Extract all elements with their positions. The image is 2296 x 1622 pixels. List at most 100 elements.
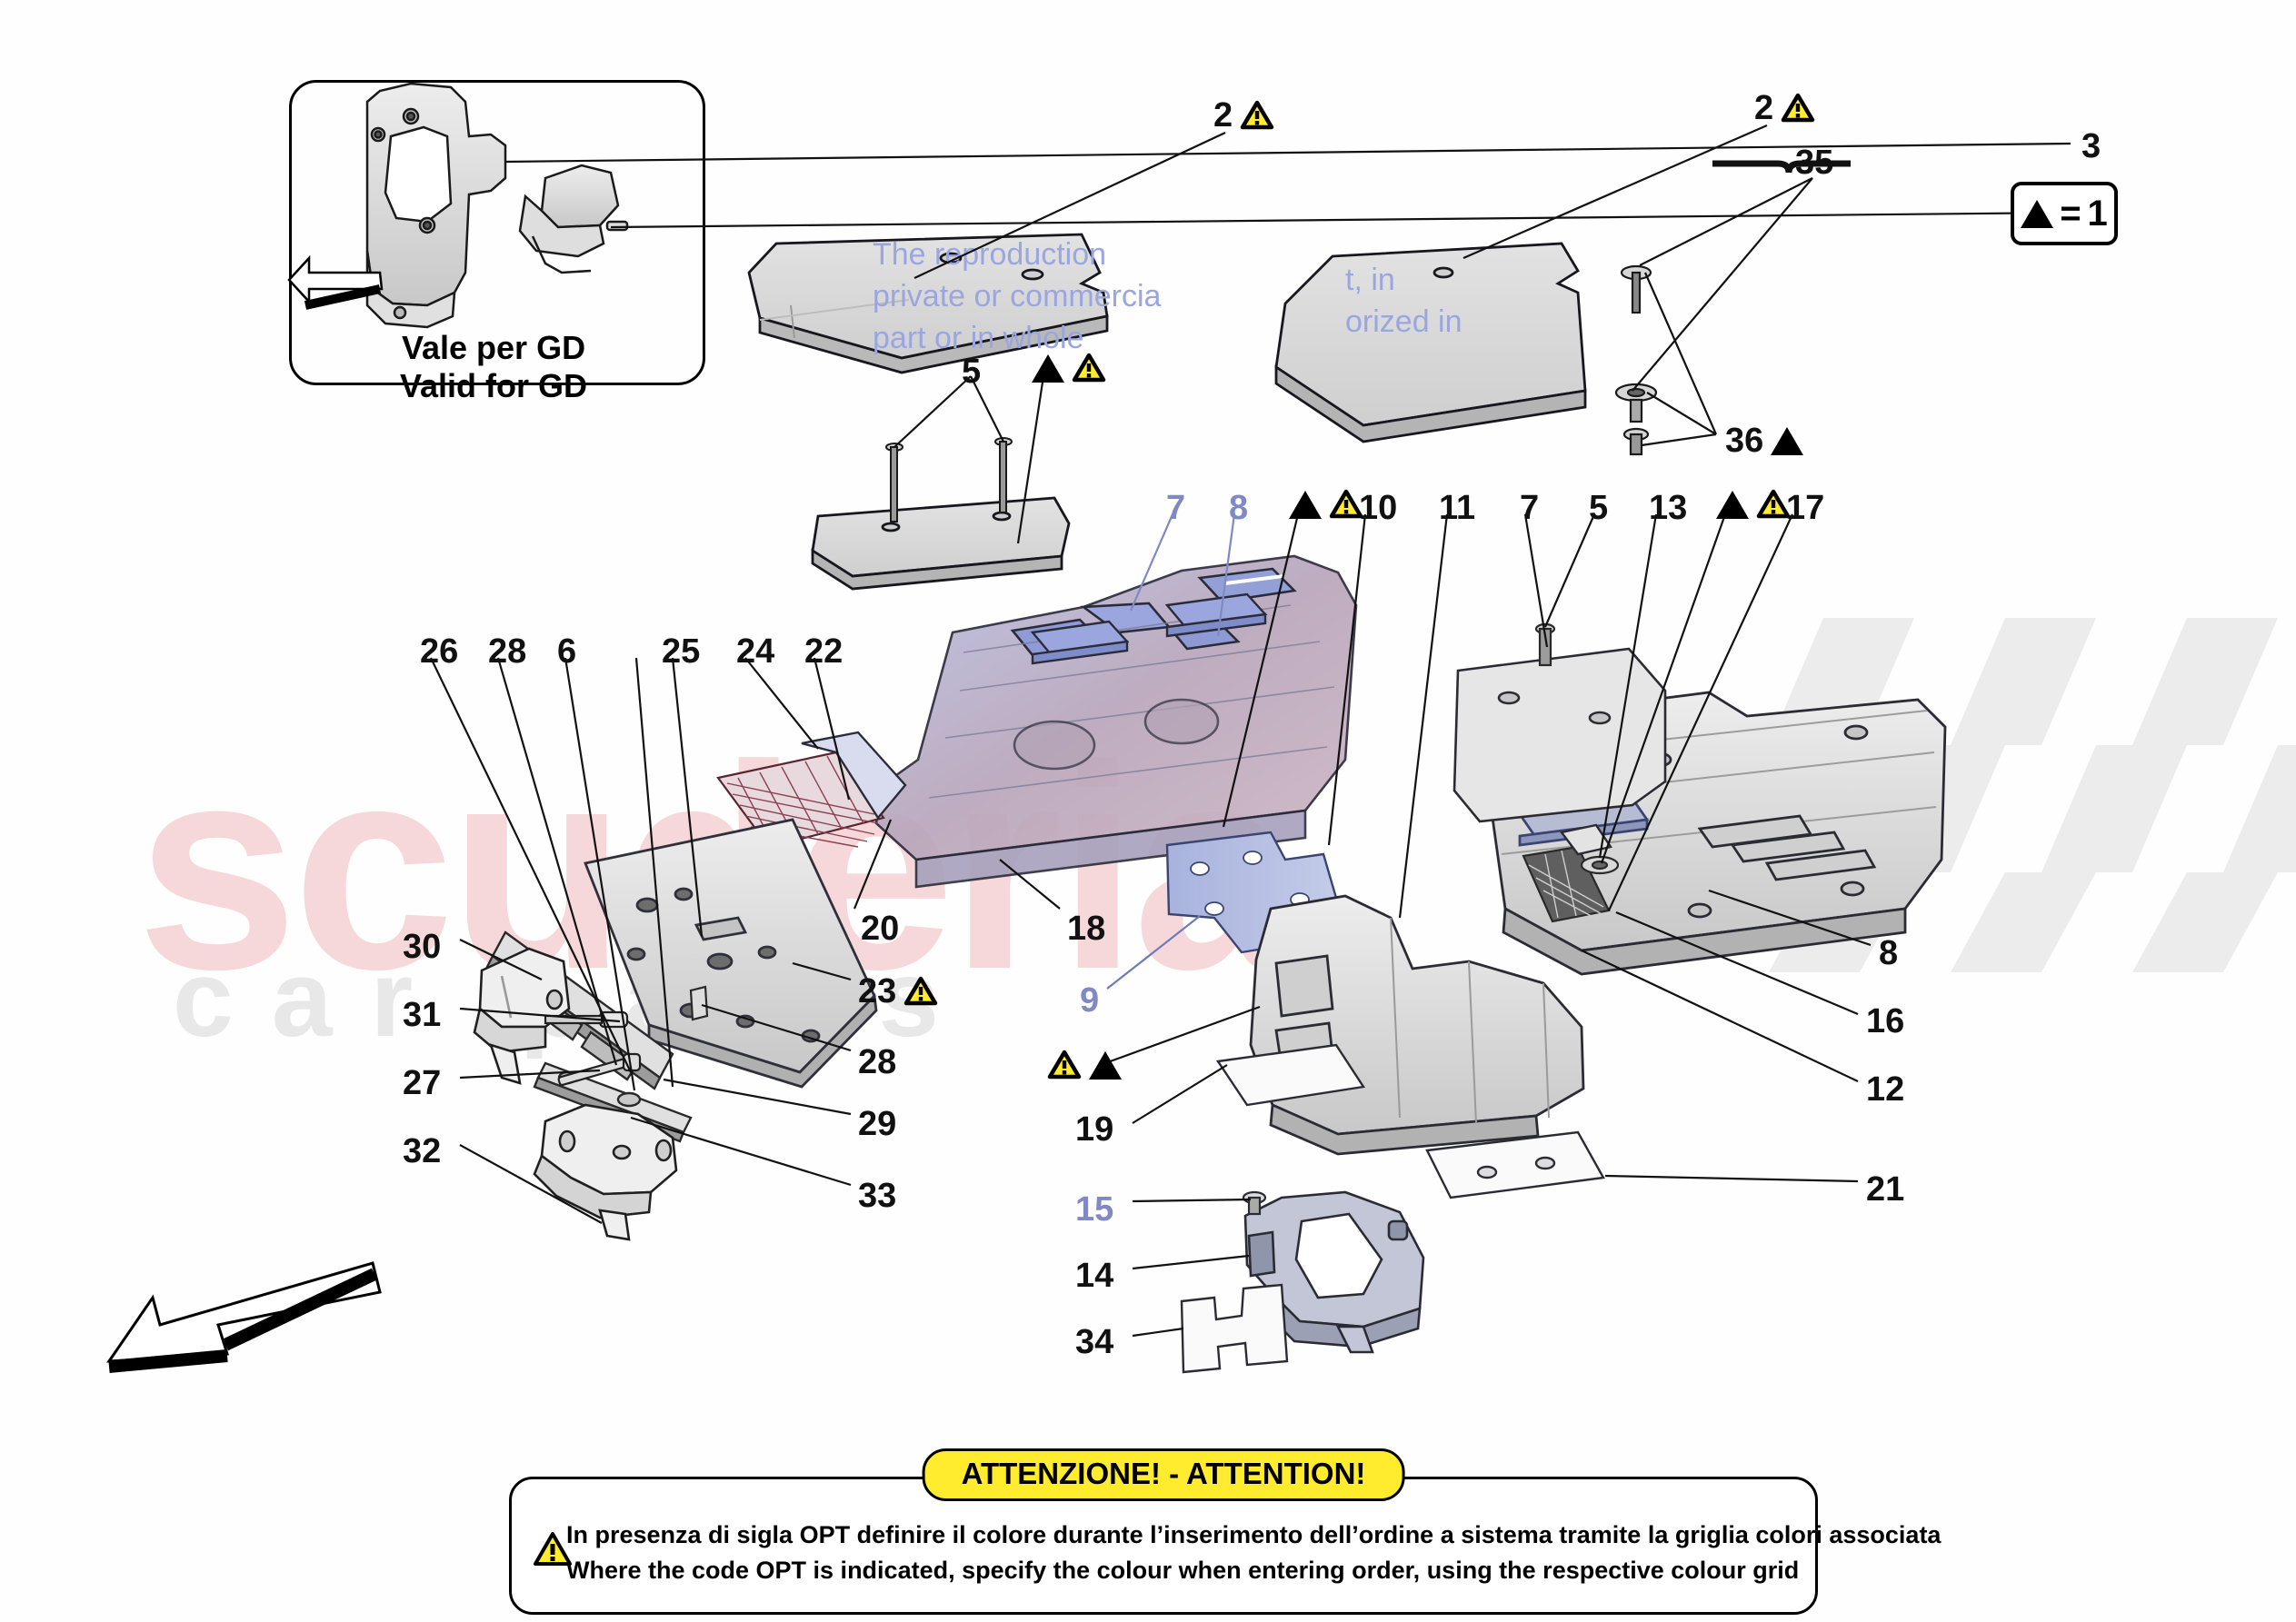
callout-number: 5 xyxy=(1589,489,1609,527)
callout-19: 19 xyxy=(1075,1112,1113,1147)
inset-caption: Vale per GD Valid for GD xyxy=(400,329,587,406)
callout-number: 12 xyxy=(1866,1070,1905,1109)
callout-number: 22 xyxy=(804,632,844,671)
triangle-icon xyxy=(1289,490,1322,519)
callout-25: 25 xyxy=(662,634,700,669)
triangle-icon xyxy=(1032,353,1064,383)
callout-number: 14 xyxy=(1075,1257,1114,1295)
callout-21: 21 xyxy=(1866,1172,1904,1207)
callout-2: 2 xyxy=(1213,98,1274,133)
callout-6: 6 xyxy=(557,634,576,669)
callout-10: 10 xyxy=(1359,491,1397,525)
attention-text-en: Where the code OPT is indicated, specify… xyxy=(566,1557,1800,1585)
callout-18: 18 xyxy=(1067,911,1105,946)
callout-number: 16 xyxy=(1866,1002,1905,1040)
callout-34: 34 xyxy=(1075,1325,1113,1359)
warning-triangle-icon xyxy=(1240,100,1274,130)
attention-panel: In presenza di sigla OPT definire il col… xyxy=(509,1448,1942,1616)
callout-5: 5 xyxy=(962,354,981,389)
callout-12: 12 xyxy=(1866,1072,1904,1107)
callout-c19mk xyxy=(1047,1050,1122,1080)
callout-20: 20 xyxy=(861,911,899,946)
callout-9: 9 xyxy=(1080,983,1099,1018)
callout-number: 31 xyxy=(403,996,442,1034)
callout-30: 30 xyxy=(403,930,441,964)
callout-33: 33 xyxy=(858,1179,896,1213)
warning-triangle-icon xyxy=(1072,353,1106,383)
callout-number: 3 xyxy=(2081,127,2101,165)
legend-equals: = xyxy=(2060,193,2081,234)
callout-24: 24 xyxy=(736,634,774,669)
callout-number: 2 xyxy=(1754,89,1774,127)
inset-caption-en: Valid for GD xyxy=(400,367,588,405)
callout-23: 23 xyxy=(858,974,938,1009)
attention-text-it: In presenza di sigla OPT definire il col… xyxy=(566,1521,1942,1548)
warning-triangle-icon xyxy=(1781,93,1815,123)
callout-8: 8 xyxy=(1229,491,1248,525)
callout-13: 13 xyxy=(1649,491,1687,525)
callout-number: 7 xyxy=(1166,489,1186,527)
callout-14: 14 xyxy=(1075,1259,1113,1293)
triangle-icon xyxy=(1771,426,1804,455)
callout-26: 26 xyxy=(420,634,458,669)
warning-triangle-icon xyxy=(1047,1050,1082,1080)
triangle-icon xyxy=(1716,490,1749,519)
triangle-icon xyxy=(1089,1050,1122,1080)
callout-5: 5 xyxy=(1589,491,1608,525)
callout-number: 36 xyxy=(1725,422,1764,460)
callout-c17mk xyxy=(1716,489,1791,520)
callout-number: 15 xyxy=(1075,1190,1114,1229)
callout-7: 7 xyxy=(1520,491,1539,525)
callout-17: 17 xyxy=(1786,491,1824,525)
callout-7: 7 xyxy=(1166,491,1185,525)
callout-number: 33 xyxy=(858,1177,897,1215)
callout-number: 8 xyxy=(1879,934,1899,972)
callout-number: 23 xyxy=(858,972,897,1010)
callout-31: 31 xyxy=(403,998,441,1032)
callout-number: 20 xyxy=(861,910,900,948)
attention-badge: ATTENZIONE! - ATTENTION! xyxy=(922,1448,1405,1501)
callout-number: 28 xyxy=(858,1043,897,1081)
callout-number: 25 xyxy=(662,632,701,671)
callout-28: 28 xyxy=(488,634,526,669)
callout-number: 21 xyxy=(1866,1170,1905,1209)
inset-box-valid-for-gd xyxy=(289,80,705,385)
legend-value: 1 xyxy=(2087,193,2108,234)
callout-c10mk xyxy=(1289,489,1363,520)
callout-27: 27 xyxy=(403,1066,441,1100)
callout-22: 22 xyxy=(804,634,843,669)
callout-2: 2 xyxy=(1754,91,1815,125)
callout-35: 35 xyxy=(1795,145,1833,180)
callout-number: 17 xyxy=(1786,489,1825,527)
callout-32: 32 xyxy=(403,1134,441,1169)
callout-number: 34 xyxy=(1075,1323,1114,1361)
callout-15: 15 xyxy=(1075,1192,1113,1227)
triangle-icon xyxy=(2021,199,2054,228)
callout-c5mk xyxy=(1032,353,1106,383)
callout-number: 32 xyxy=(403,1132,442,1170)
callout-number: 10 xyxy=(1359,489,1398,527)
callout-36: 36 xyxy=(1725,422,1804,460)
legend-triangle-equals-one: = 1 xyxy=(2011,182,2118,245)
callout-number: 24 xyxy=(736,632,775,671)
callout-number: 27 xyxy=(403,1064,442,1102)
callout-number: 6 xyxy=(557,632,577,671)
direction-arrow xyxy=(106,1261,382,1373)
callout-8: 8 xyxy=(1879,936,1898,970)
callout-29: 29 xyxy=(858,1107,896,1141)
warning-triangle-icon xyxy=(904,976,938,1006)
callout-number: 11 xyxy=(1439,489,1476,527)
callout-28: 28 xyxy=(858,1045,896,1080)
callout-number: 5 xyxy=(962,353,982,391)
callout-number: 30 xyxy=(403,928,442,966)
callout-16: 16 xyxy=(1866,1004,1904,1039)
callout-number: 29 xyxy=(858,1105,897,1143)
callout-number: 8 xyxy=(1229,489,1249,527)
callout-number: 28 xyxy=(488,632,527,671)
callout-number: 2 xyxy=(1213,96,1233,134)
callout-number: 13 xyxy=(1649,489,1688,527)
callout-number: 26 xyxy=(420,632,459,671)
warning-triangle-icon xyxy=(534,1532,572,1566)
callout-number: 7 xyxy=(1520,489,1540,527)
